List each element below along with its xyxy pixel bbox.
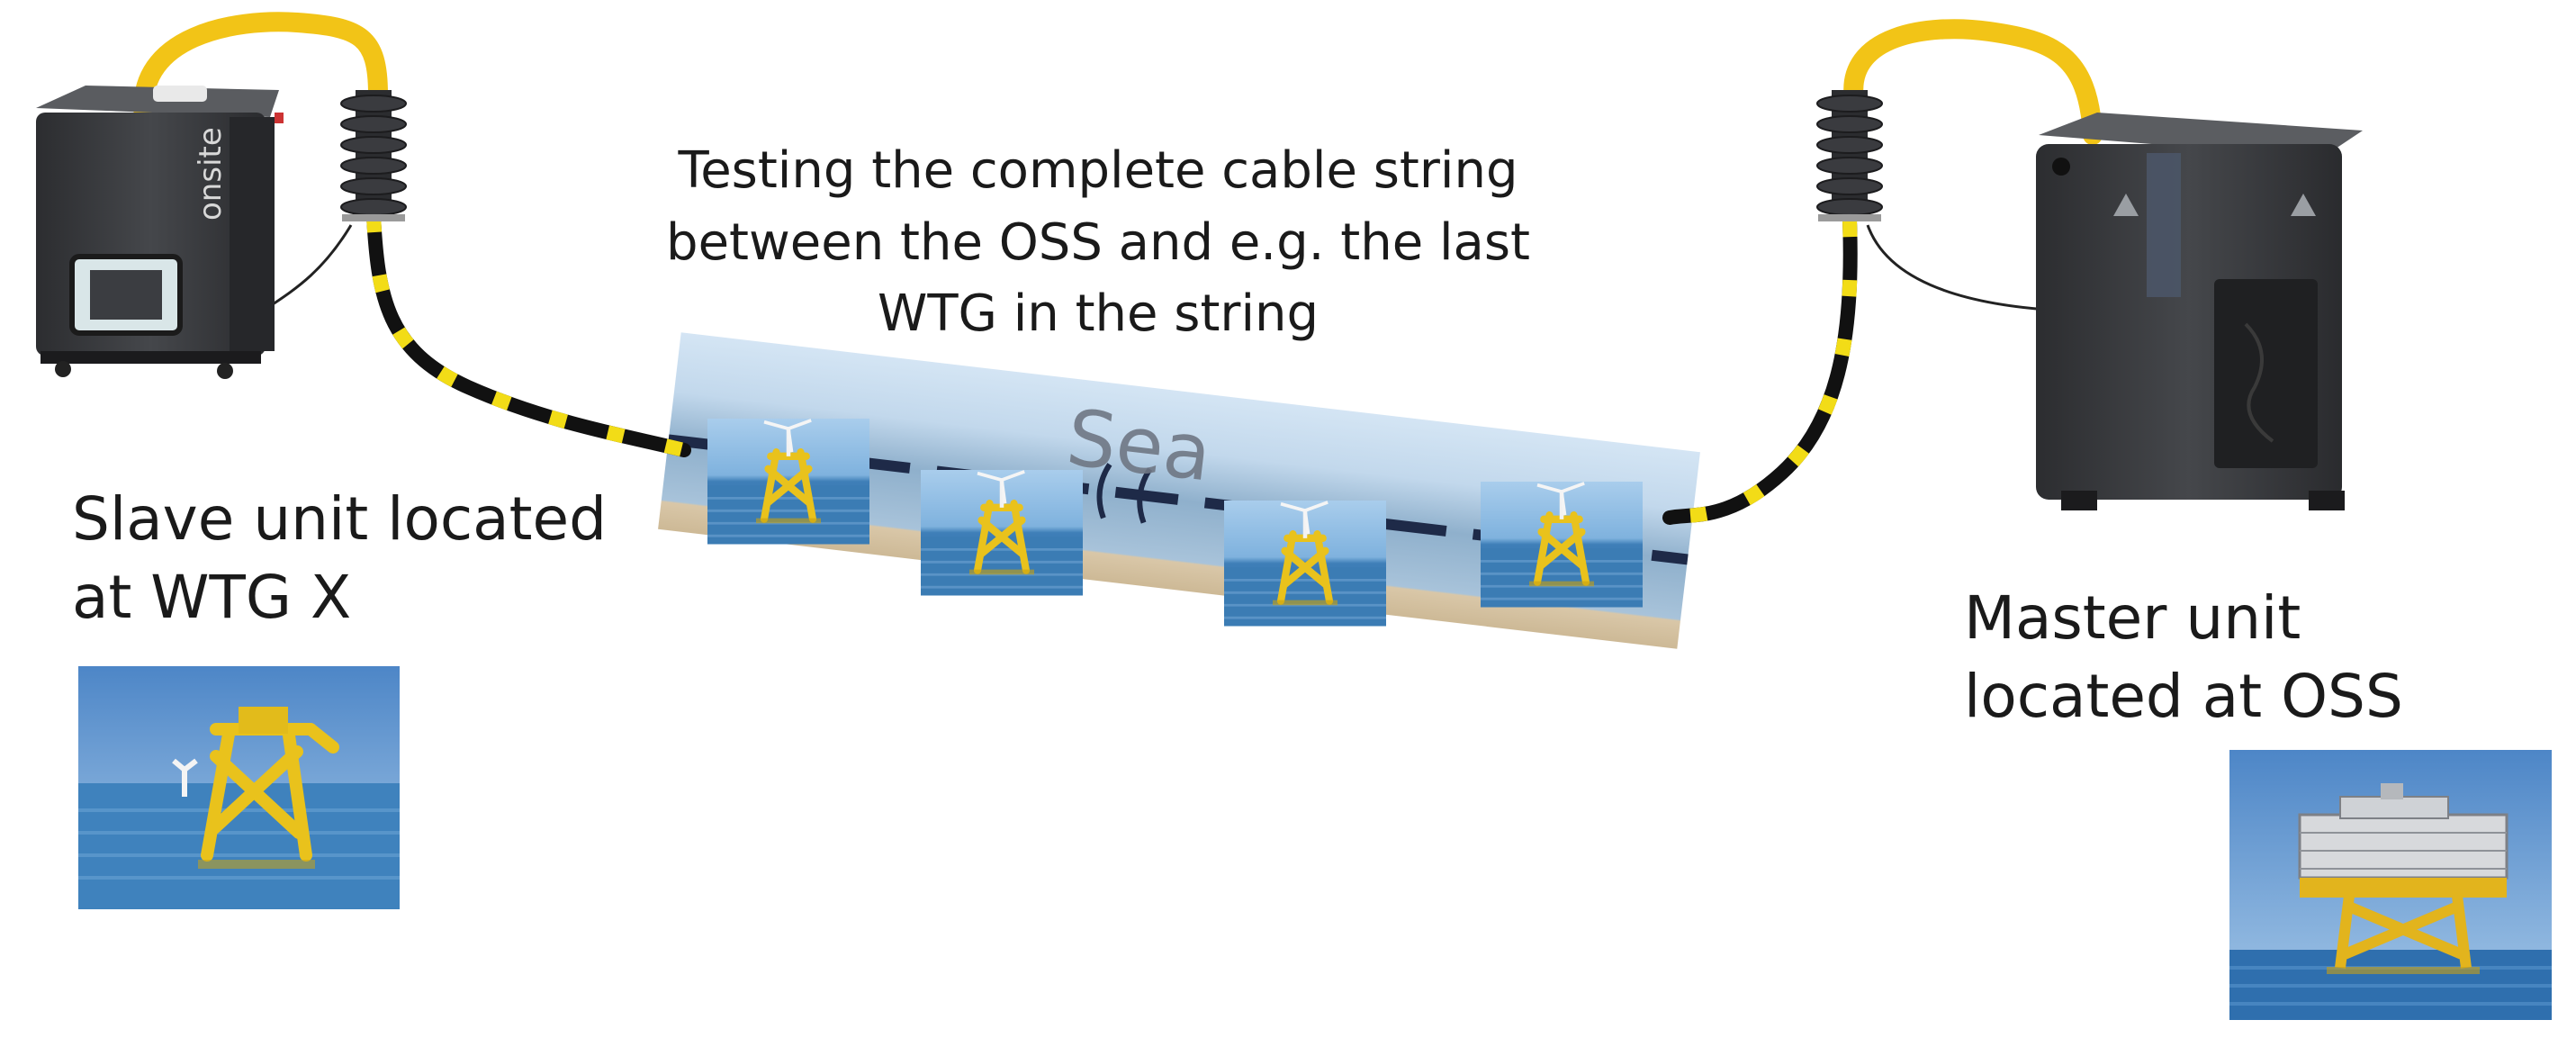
wtg-x-photo [78,666,400,909]
slave-label-line-2: at WTG X [72,563,352,633]
oss-platform-photo [2229,750,2552,1020]
master-label-line-2: located at OSS [1964,662,2403,732]
sea-label: Sea [1062,393,1216,499]
wtg-thumbnail-3 [1224,501,1386,627]
master-unit-panel [2147,153,2181,297]
wtg-thumbnail-1 [707,419,869,545]
master-unit-label: Master unit located at OSS [1964,579,2403,736]
master-hv-lead [1843,19,2103,145]
right-test-cable [1662,213,1858,525]
caption-line-3: WTG in the string [877,284,1320,344]
slave-unit-label: Slave unit located at WTG X [72,480,607,636]
master-test-unit [2036,113,2363,510]
slave-cable-termination [269,90,407,308]
wtg-thumbnail-4 [1481,482,1643,608]
caption-line-1: Testing the complete cable string [678,141,1518,200]
slave-hv-lead [133,12,388,127]
wtg-thumbnail-2 [921,470,1083,596]
left-test-cable [366,209,691,457]
slave-device-brand: onsite [193,127,229,221]
slave-test-unit: onsite [36,86,284,379]
sea-band [658,332,1700,649]
master-unit-door [2214,279,2318,468]
slave-label-line-1: Slave unit located [72,484,607,554]
cable-break-symbol [1096,463,1153,524]
caption-line-2: between the OSS and e.g. the last [666,212,1530,272]
master-cable-termination [1816,90,2062,312]
sea-string-illustration: Sea [658,332,1700,649]
master-label-line-1: Master unit [1964,583,2301,653]
diagram-caption: Testing the complete cable string betwee… [594,135,1602,350]
